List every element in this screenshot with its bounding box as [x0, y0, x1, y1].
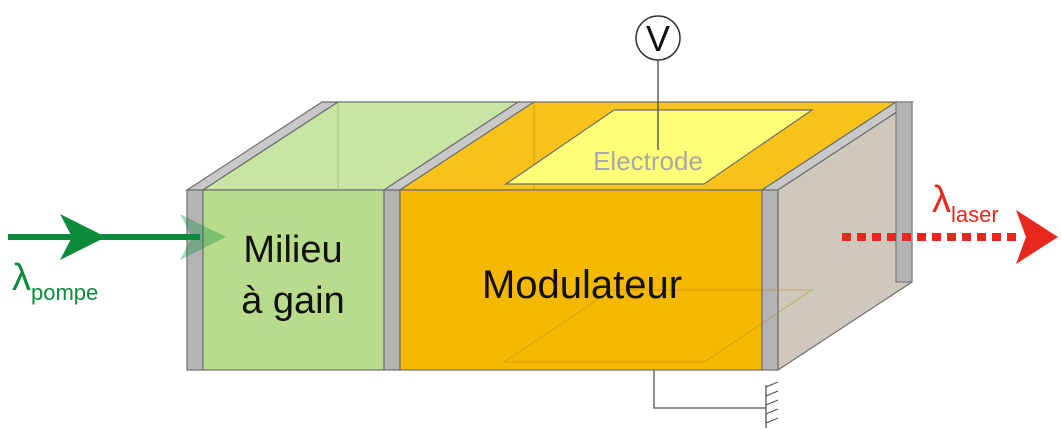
gain-medium-block	[200, 101, 521, 371]
gain-medium-label-line2: à gain	[241, 280, 345, 322]
ground-wire	[653, 370, 767, 428]
pump-subscript: pompe	[31, 280, 98, 305]
middle-mirror	[381, 101, 537, 371]
ground-symbol	[765, 381, 779, 424]
bottom-electrode	[502, 289, 814, 363]
voltage-label: V	[646, 18, 670, 59]
pump-lambda-symbol: λ	[12, 257, 31, 299]
top-electrode	[504, 109, 814, 185]
modulator-label: Modulateur	[482, 263, 682, 307]
laser-lambda-label: λlaser	[932, 179, 999, 227]
voltage-source	[635, 15, 681, 61]
laser-lambda-symbol: λ	[932, 179, 951, 221]
pump-lambda-label: λpompe	[12, 257, 98, 305]
laser-subscript: laser	[951, 202, 999, 227]
gain-medium-label-line1: Milieu	[243, 229, 342, 271]
electrode-label: Electrode	[593, 146, 703, 176]
pump-arrow	[8, 214, 226, 260]
laser-arrow	[842, 210, 1058, 264]
